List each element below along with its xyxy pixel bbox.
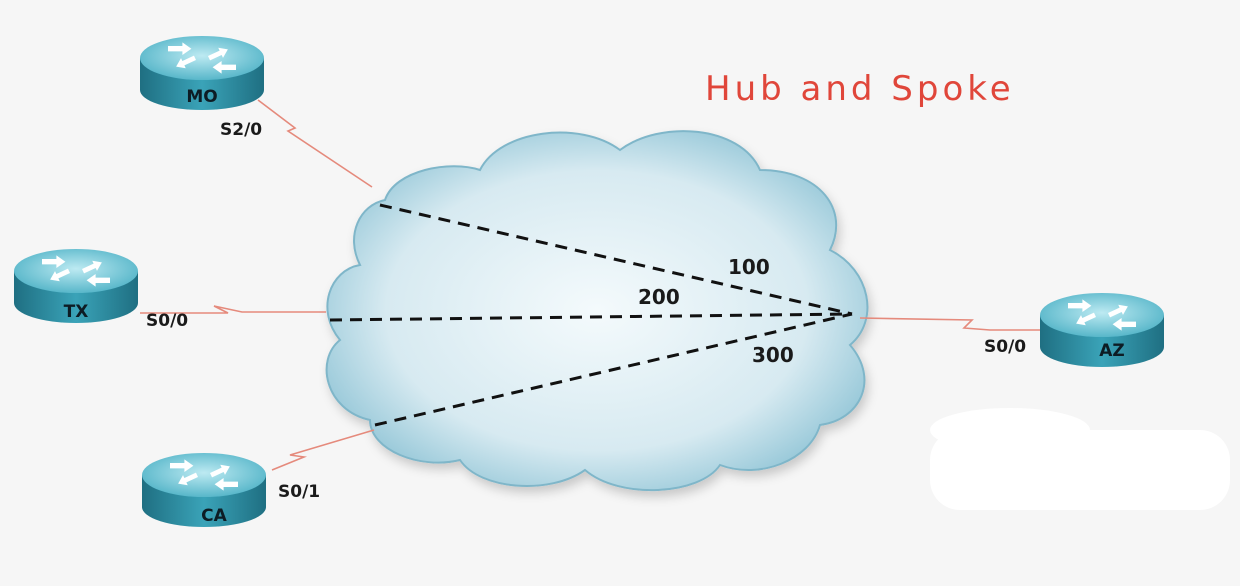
link-ca (271, 429, 375, 471)
interface-label-mo: S2/0 (220, 120, 262, 140)
white-patch (930, 408, 1230, 510)
link-az (859, 317, 1040, 331)
frame-relay-cloud (325, 130, 869, 492)
diagram-title: Hub and Spoke (705, 69, 1015, 109)
interface-label-az: S0/0 (984, 337, 1026, 357)
virtual-circuits (329, 203, 853, 427)
router-ca[interactable]: CA (142, 453, 266, 527)
link-tx (140, 305, 326, 314)
router-mo[interactable]: MO (140, 36, 264, 110)
circuit-label-300: 300 (752, 343, 794, 367)
physical-links (140, 99, 1040, 471)
link-mo (257, 99, 373, 188)
pvc-mo-az (379, 203, 853, 316)
circuit-label-100: 100 (728, 255, 770, 279)
router-name: AZ (1099, 341, 1124, 361)
router-name: MO (186, 87, 217, 107)
pvc-tx-az (329, 312, 853, 322)
router-name: CA (201, 506, 227, 526)
router-tx[interactable]: TX (14, 249, 138, 323)
router-name: TX (64, 302, 89, 322)
pvc-ca-az (374, 312, 853, 427)
interface-label-ca: S0/1 (278, 482, 320, 502)
circuit-label-200: 200 (638, 285, 680, 309)
router-az[interactable]: AZ (1040, 293, 1164, 367)
interface-label-tx: S0/0 (146, 311, 188, 331)
